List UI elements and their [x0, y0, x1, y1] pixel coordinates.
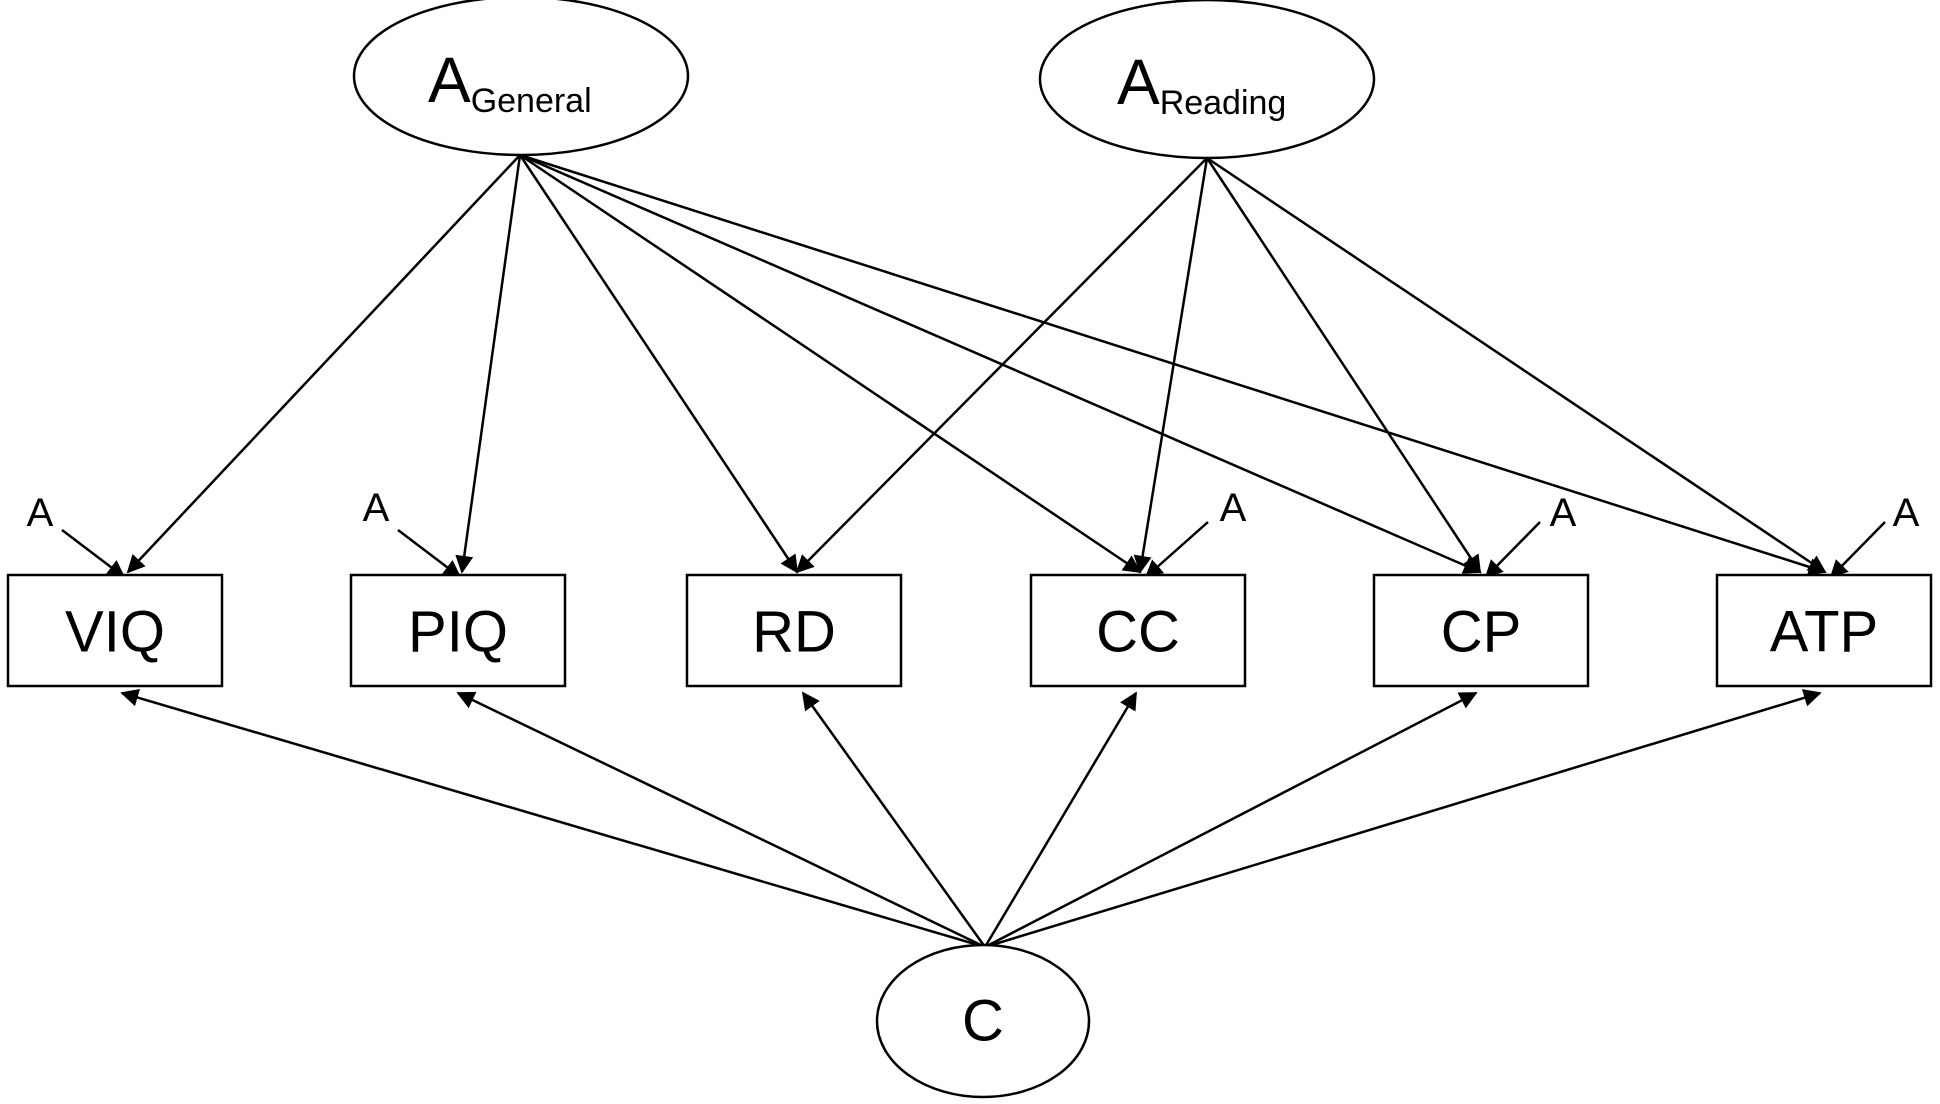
residual-labels: A A A A A — [27, 486, 1920, 535]
edge-c-piq — [456, 691, 986, 949]
edge-c-viq — [120, 688, 986, 949]
residual-label-cc: A — [1220, 486, 1247, 530]
observed-atp: ATP — [1715, 573, 1933, 688]
residual-label-atp: A — [1893, 491, 1920, 535]
observed-rd: RD — [685, 573, 903, 688]
residual-arrow-viq — [61, 529, 126, 579]
residual-arrow-cc — [1144, 521, 1209, 579]
edge-ageneral-cc — [519, 153, 1142, 574]
observed-viq-label: VIQ — [65, 600, 165, 665]
latent-a-general-sub: General — [471, 82, 592, 120]
latent-a-general: AGeneral — [352, 0, 690, 157]
observed-piq-label: PIQ — [408, 600, 508, 665]
residual-arrow-cp — [1484, 521, 1541, 579]
svg-text:AReading: AReading — [1117, 46, 1286, 122]
residual-arrow-atp — [1829, 521, 1886, 579]
residual-arrow-piq — [397, 529, 462, 579]
observed-rd-label: RD — [752, 600, 836, 665]
observed-cp-label: CP — [1441, 600, 1522, 665]
residual-label-viq: A — [27, 491, 54, 535]
latent-a-reading-main: A — [1117, 46, 1160, 118]
observed-cc: CC — [1029, 573, 1247, 688]
edges-c — [120, 688, 1822, 949]
edge-ageneral-viq — [126, 154, 521, 574]
edge-areading-cp — [1205, 157, 1482, 574]
edge-ageneral-rd — [518, 154, 799, 574]
edges-a-reading — [795, 156, 1827, 574]
edge-ageneral-cp — [519, 153, 1482, 574]
observed-piq: PIQ — [349, 573, 567, 688]
observed-cc-label: CC — [1096, 600, 1180, 665]
latent-a-reading-sub: Reading — [1160, 84, 1287, 122]
edge-areading-rd — [795, 157, 1208, 574]
latent-c-label: C — [962, 989, 1004, 1054]
residual-arrows — [61, 521, 1886, 579]
edge-c-atp — [984, 689, 1822, 949]
edge-ageneral-piq — [455, 154, 522, 574]
residual-label-cp: A — [1550, 491, 1577, 535]
observed-cp: CP — [1372, 573, 1590, 688]
residual-label-piq: A — [363, 486, 390, 530]
edge-areading-atp — [1206, 156, 1827, 574]
latent-c: C — [875, 943, 1091, 1099]
latent-a-reading: AReading — [1038, 0, 1376, 160]
svg-text:AGeneral: AGeneral — [428, 44, 592, 120]
latent-a-general-main: A — [428, 44, 471, 116]
edge-c-cc — [983, 691, 1138, 948]
edge-areading-cc — [1133, 157, 1209, 574]
observed-atp-label: ATP — [1770, 600, 1879, 665]
edge-c-cp — [984, 691, 1478, 949]
observed-viq: VIQ — [6, 573, 224, 688]
edge-c-rd — [801, 691, 987, 948]
